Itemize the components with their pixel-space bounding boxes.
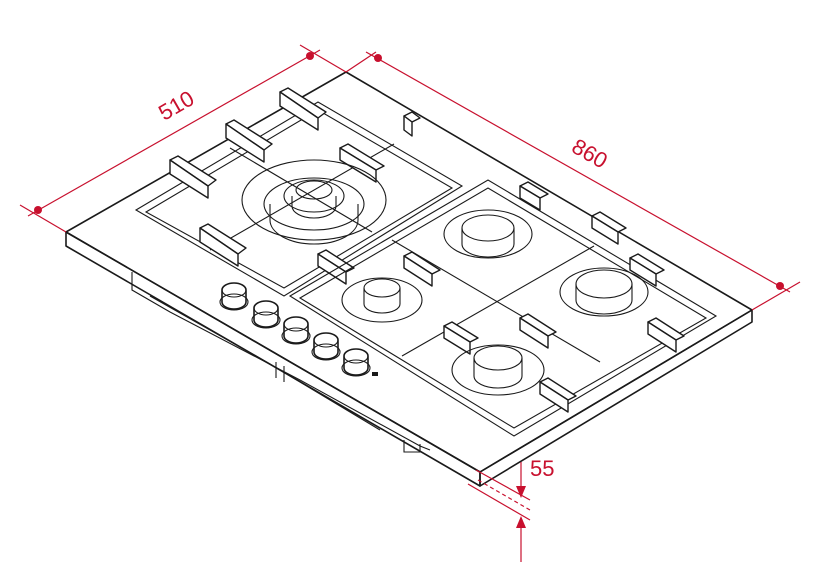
height-label: 55 <box>530 456 554 481</box>
height-arrow-up-icon <box>516 516 526 528</box>
depth-end-dot-left <box>34 206 42 214</box>
pan-support-right <box>288 179 718 437</box>
knob-1 <box>219 282 249 311</box>
depth-end-dot-right <box>306 52 314 60</box>
burner-right <box>559 267 649 317</box>
burner-front <box>451 344 545 396</box>
control-indicator-icon <box>372 372 378 376</box>
height-arrow-down-icon <box>516 486 526 498</box>
knob-2 <box>251 300 281 329</box>
dimension-height: 55 <box>467 456 554 562</box>
control-knobs <box>219 282 378 377</box>
depth-label: 510 <box>154 85 198 125</box>
knob-5 <box>341 348 371 377</box>
knob-3 <box>281 316 311 345</box>
width-extension-bottom <box>751 281 801 311</box>
depth-dimension-line <box>27 49 321 217</box>
width-label: 860 <box>568 133 612 173</box>
burner-rear-right <box>443 209 533 259</box>
knob-4 <box>311 332 341 361</box>
height-extension-dashed <box>477 479 531 511</box>
height-extension-bottom <box>467 483 531 521</box>
burner-wok <box>241 159 387 245</box>
dimension-depth: 510 <box>19 44 347 233</box>
width-end-dot-bottom <box>776 282 784 290</box>
burner-front-left <box>341 277 423 323</box>
depth-extension-left <box>19 204 67 233</box>
width-dimension-line <box>365 51 791 293</box>
depth-extension-right <box>299 44 347 73</box>
width-end-dot-top <box>374 54 382 62</box>
pan-support-left <box>134 87 464 297</box>
